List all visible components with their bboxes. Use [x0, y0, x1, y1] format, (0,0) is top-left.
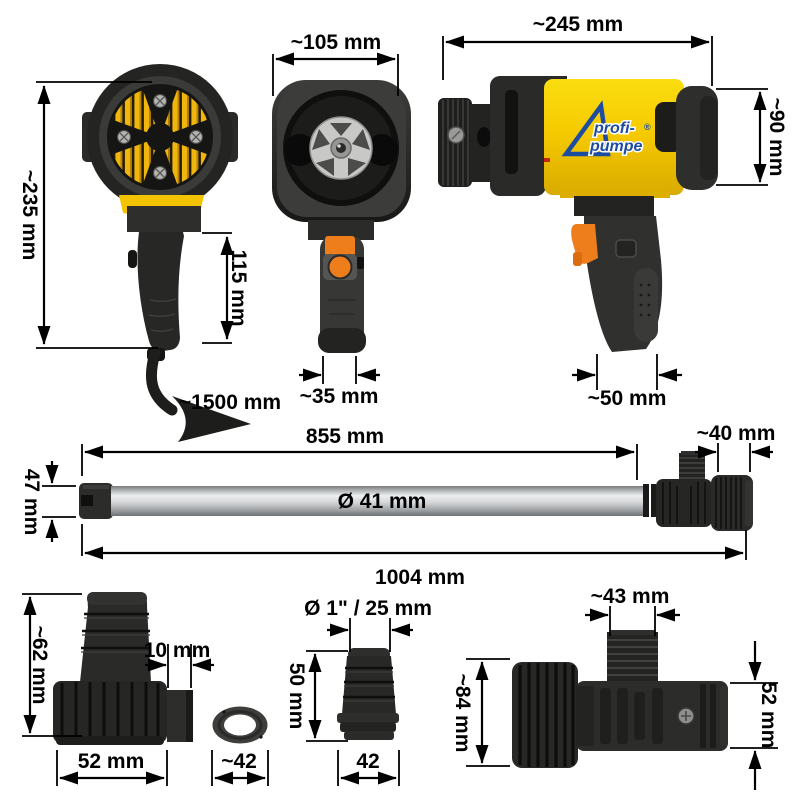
dim-side-handle: ~50 mm: [572, 354, 682, 410]
dim-tconn-body: 52 mm: [730, 641, 780, 790]
side-handle: [571, 216, 663, 352]
dim-top-width: ~105 mm: [272, 31, 399, 96]
dim-top-width-label: ~105 mm: [291, 31, 381, 54]
threaded-inlet: [438, 98, 472, 187]
motor-side-view: profi- pumpe ®: [438, 76, 718, 352]
front-handle: [137, 232, 184, 352]
dim-side-length-label: ~245 mm: [533, 13, 623, 36]
hose-adapter: [53, 592, 193, 745]
motor-front-view: [82, 64, 251, 442]
dim-spout-label: 10 mm: [144, 639, 211, 662]
dim-nozzle-thread: Ø 1" / 25 mm: [304, 597, 432, 652]
yellow-body: [544, 79, 684, 195]
dim-total-length-label: 1004 mm: [375, 566, 465, 589]
dim-gasket: ~42: [211, 750, 269, 786]
dim-total-length: 1004 mm: [81, 524, 747, 589]
dim-adapter-height: ~62 mm: [22, 593, 82, 737]
suction-tube: [79, 451, 753, 531]
dim-front-handle: 115 mm: [202, 232, 250, 344]
dim-tconn-height: ~84 mm: [451, 658, 510, 767]
threaded-outlet: [607, 630, 658, 684]
dim-side-height: ~90 mm: [716, 88, 788, 186]
power-cable: [145, 347, 251, 442]
dim-adapter-width: 52 mm: [56, 750, 168, 786]
brand-logo: profi- pumpe ®: [561, 100, 651, 157]
t-connector: [512, 630, 728, 768]
top-neck: [308, 220, 374, 240]
dim-tube-length: 855 mm: [81, 425, 638, 480]
logo-line1: profi-: [593, 120, 635, 137]
rear-cap: [676, 86, 718, 190]
logo-line2: pumpe: [589, 138, 643, 155]
knurled-nut: [512, 662, 578, 768]
dim-spout: 10 mm: [144, 639, 214, 688]
dim-cable-label: ~1500 mm: [179, 391, 281, 414]
motor-top-view: [272, 80, 411, 353]
dim-tconn-thread-label: ~43 mm: [591, 585, 670, 608]
dim-nozzle-height-label: 50 mm: [285, 663, 308, 730]
dim-top-handle: ~35 mm: [299, 356, 380, 408]
tube-body: [111, 486, 645, 516]
orange-switch: [325, 236, 355, 256]
dim-front-height: ~235 mm: [18, 81, 158, 349]
dim-nozzle-thread-label: Ø 1" / 25 mm: [304, 597, 432, 620]
union-nut: [53, 681, 167, 743]
dimension-annotations: ~235 mm 115 mm ~1500 mm ~105 mm ~35 mm: [18, 13, 788, 790]
dim-outlet-width: ~40 mm: [695, 422, 775, 472]
dim-foot-diameter-label: 47 mm: [20, 469, 43, 536]
hose-nozzle: [337, 648, 399, 740]
grille-screws: [116, 93, 204, 181]
outlet-t-piece: [656, 451, 753, 531]
impeller: [309, 116, 373, 180]
dim-front-height-label: ~235 mm: [18, 170, 41, 260]
dim-tconn-body-label: 52 mm: [757, 682, 780, 749]
dim-side-length: ~245 mm: [442, 13, 713, 86]
dim-tube-diameter-label: Ø 41 mm: [338, 490, 427, 513]
dim-adapter-height-label: ~62 mm: [28, 626, 51, 705]
gasket-ring: [212, 706, 268, 744]
dim-nozzle-height: 50 mm: [285, 650, 348, 742]
vent-grille: [113, 90, 207, 184]
dim-tconn-thread: ~43 mm: [585, 585, 680, 636]
dim-nozzle-base: 42: [337, 750, 400, 786]
dim-top-handle-label: ~35 mm: [300, 385, 379, 408]
dim-adapter-width-label: 52 mm: [78, 750, 145, 773]
dim-side-handle-label: ~50 mm: [588, 387, 667, 410]
dim-side-height-label: ~90 mm: [765, 98, 788, 177]
dim-foot-diameter: 47 mm: [20, 461, 76, 542]
dim-tube-length-label: 855 mm: [306, 425, 384, 448]
motor-neck: [127, 206, 201, 232]
foot-cap: [79, 483, 113, 519]
dim-front-handle-label: 115 mm: [227, 249, 250, 326]
dim-outlet-width-label: ~40 mm: [697, 422, 776, 445]
dim-tconn-height-label: ~84 mm: [451, 674, 474, 753]
logo-registered-mark: ®: [644, 122, 651, 132]
dim-nozzle-base-label: 42: [356, 750, 379, 773]
dim-gasket-label: ~42: [221, 750, 257, 773]
top-handle: [318, 236, 366, 353]
